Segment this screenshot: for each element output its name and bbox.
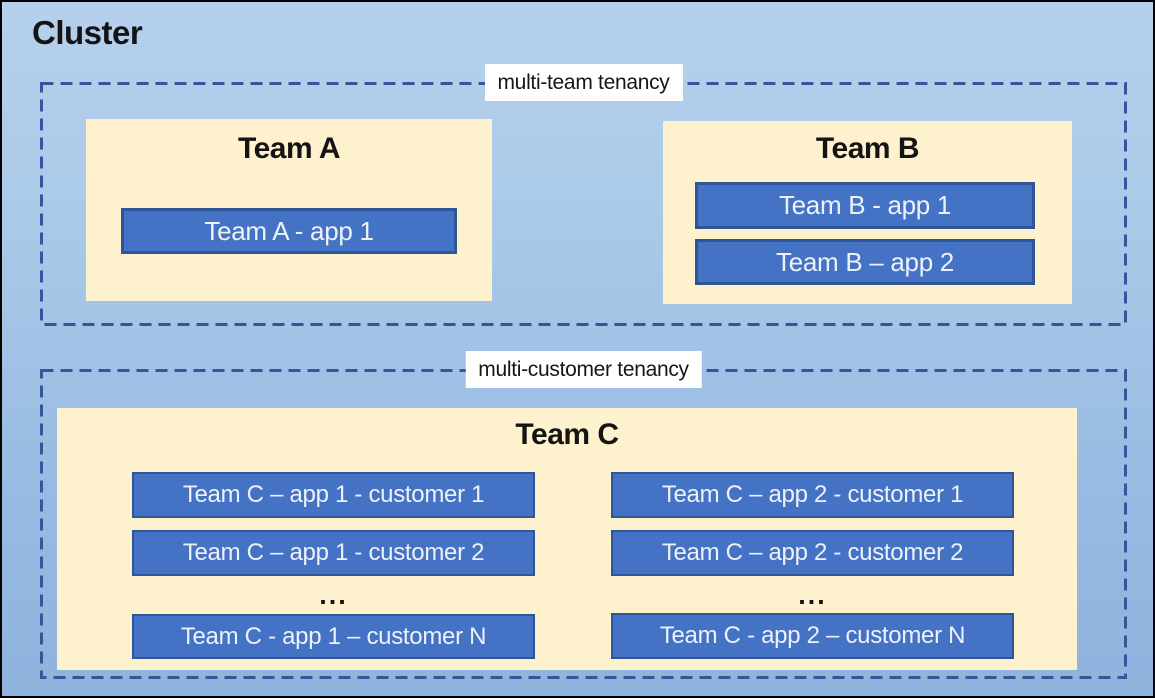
team-a-title: Team A [237, 132, 341, 165]
team-c-app2-customer-1-box: Team C – app 2 - customer 1 [611, 472, 1014, 518]
cluster-title: Cluster [32, 14, 143, 51]
multi-team-tenancy-label: multi-team tenancy [484, 64, 683, 101]
team-c-app2-customer-n-box: Team C - app 2 – customer N [611, 613, 1014, 659]
multi-customer-tenancy-zone: multi-customer tenancy [40, 351, 1127, 679]
team-c-app2-customer-2-box: Team C – app 2 - customer 2 [611, 530, 1014, 576]
team-c-app1-customer-1-box: Team C – app 1 - customer 1 [132, 472, 535, 518]
team-a-app-1-box: Team A - app 1 [121, 208, 457, 254]
team-c-app1-customer-n-box: Team C - app 1 – customer N [132, 614, 535, 659]
team-c-app1-customer-2-box: Team C – app 1 - customer 2 [132, 530, 535, 576]
team-b-title: Team B [815, 132, 920, 165]
team-b-app-1-box: Team B - app 1 [695, 182, 1035, 229]
multi-team-tenancy-zone: multi-team tenancy [40, 64, 1127, 326]
team-c-title: Team C [515, 418, 619, 451]
team-c-app1-ellipsis: ... [319, 580, 348, 610]
team-c-app2-ellipsis: ... [798, 580, 827, 610]
team-b-app-2-box: Team B – app 2 [695, 239, 1035, 285]
multi-customer-tenancy-label: multi-customer tenancy [465, 351, 702, 388]
